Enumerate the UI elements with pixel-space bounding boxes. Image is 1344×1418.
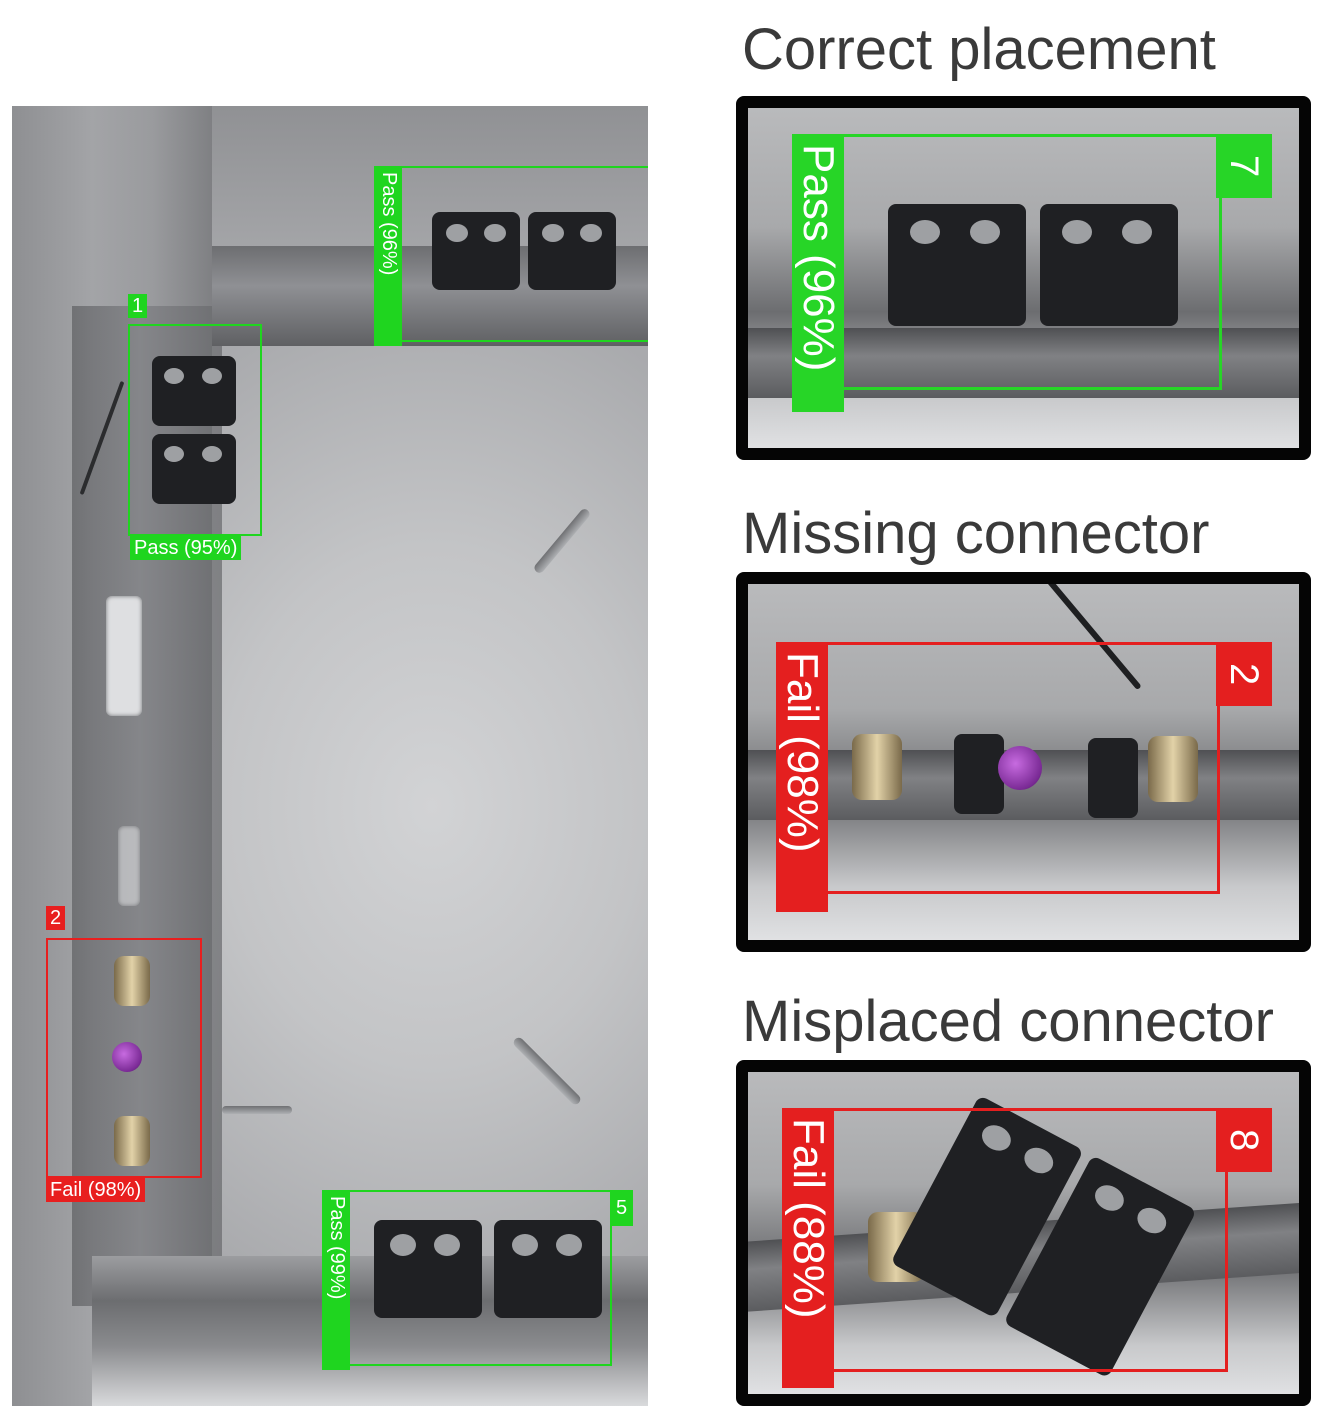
detection-label-tag: Pass (99%) [322,1192,350,1370]
surface-scratch [222,1106,292,1114]
main-inspection-photo: 1 Pass (95%) Pass (96%) 2 Fail (98%) Pas… [12,106,648,1406]
detection-label-tag: Fail (98%) [46,1178,146,1202]
connector-2-missing [102,946,162,1176]
detection-id-tag: 2 [1216,642,1272,706]
detection-box-top [374,166,648,342]
detection-label-tag: Fail (88%) [782,1110,834,1388]
connector-remnant [954,734,1004,814]
example-title-misplaced: Misplaced connector [742,989,1274,1054]
example-title-correct: Correct placement [742,17,1216,82]
detection-box-zoom [782,1108,1228,1372]
purple-marker [998,746,1042,790]
detection-label-tag: Pass (96%) [792,136,844,412]
detection-label-tag: Fail (98%) [776,644,828,912]
tray-slot [106,596,142,716]
surface-scratch [511,1035,583,1107]
detection-label-tag: Pass (96%) [374,168,402,346]
connector-pin [1148,736,1198,802]
example-misplaced-connector: Fail (88%) 8 [736,1060,1311,1406]
tray-slot [118,826,140,906]
detection-box-5 [322,1190,612,1366]
example-title-missing: Missing connector [742,501,1210,566]
detection-box-zoom [792,134,1222,390]
detection-box-2 [46,938,202,1178]
example-correct-placement: Pass (96%) 7 [736,96,1311,460]
detection-id-tag: 7 [1216,134,1272,198]
connector-top [432,206,622,296]
detection-id-tag: 1 [128,294,148,318]
detection-id-tag: 2 [46,906,66,930]
detection-box-zoom [776,642,1220,894]
example-missing-connector: Fail (98%) 2 [736,572,1311,952]
connector-remnant [1088,738,1138,818]
detection-id-tag: 8 [1216,1108,1272,1172]
detection-label-tag: Pass (95%) [130,536,242,560]
connector-zoom [888,200,1188,330]
detection-id-tag: 5 [610,1190,634,1226]
connector-pin [852,734,902,800]
connector-1 [144,346,244,516]
connector-5 [374,1214,604,1324]
detection-box-1 [128,324,262,536]
surface-scratch [532,507,592,575]
